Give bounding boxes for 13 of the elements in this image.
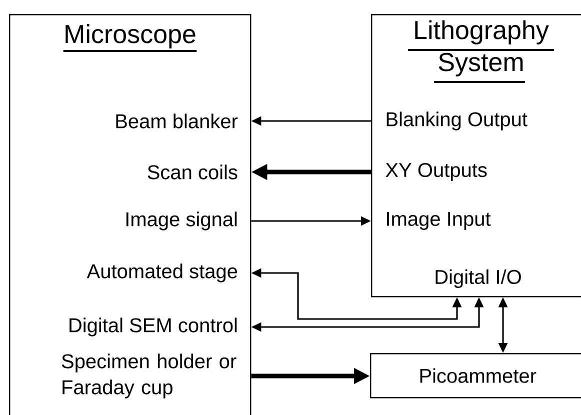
port-label: XY Outputs (386, 162, 487, 182)
port-label: Automated stage (86, 264, 238, 282)
underlined-heading: Lithography System (408, 20, 554, 83)
port-label: Digital I/O (436, 269, 521, 288)
port-label: Blanking Output (386, 112, 528, 130)
underlined-heading: Microscope (63, 24, 197, 52)
port-label: Image Input (387, 212, 491, 230)
port-label: Image signal (126, 212, 237, 230)
port-label: Specimen holder or Faraday cup (62, 354, 236, 398)
port-label: Digital SEM control (70, 318, 237, 336)
device-box: Picoammeter (370, 353, 581, 398)
port-label: Beam blanker (116, 114, 238, 128)
port-label: Scan coils (148, 164, 238, 180)
